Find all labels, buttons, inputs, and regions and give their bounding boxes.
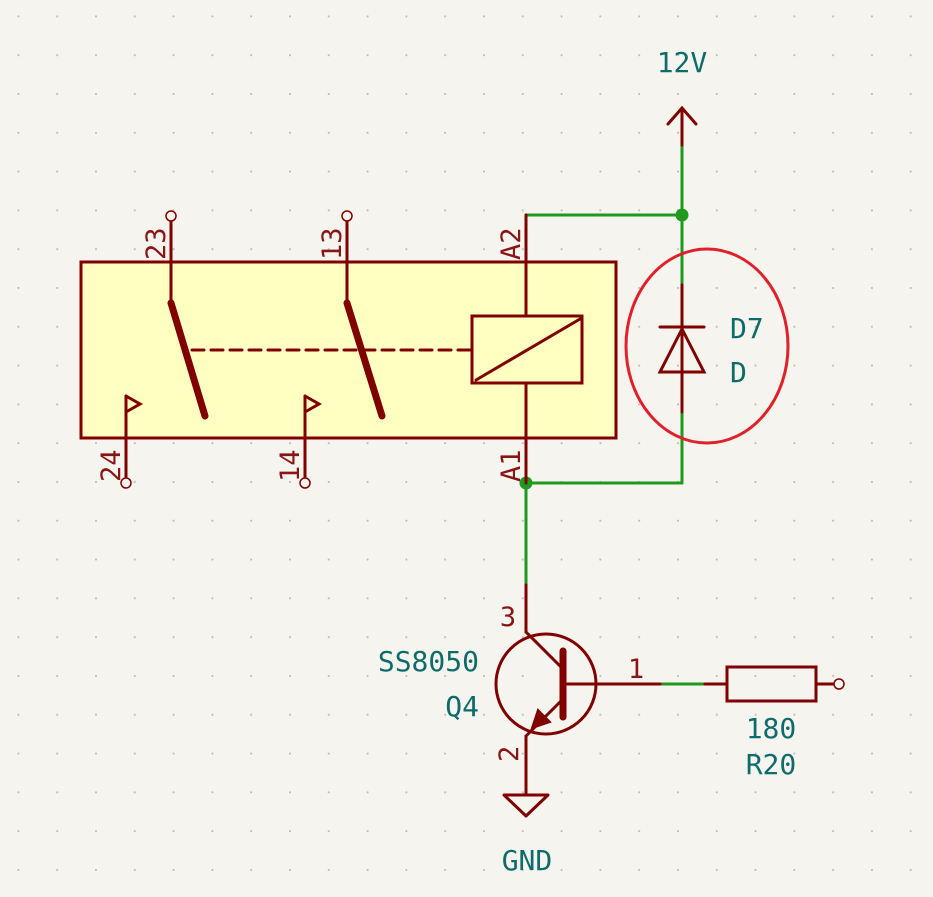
transistor-collector-diag [524, 630, 564, 670]
transistor-symbol[interactable] [494, 583, 662, 797]
transistor-value-label: SS8050 [378, 645, 479, 678]
resistor-terminal [833, 678, 845, 690]
relay-pin-24-label: 24 [96, 449, 127, 482]
junction-dot-a2 [675, 208, 689, 222]
resistor-value-label: 180 [746, 712, 797, 745]
relay-contact-14-stop [303, 394, 323, 414]
diode-ref-label: D7 [730, 312, 764, 345]
wires [524, 143, 722, 686]
ground-label: GND [502, 844, 553, 877]
relay-coil [470, 314, 584, 385]
terminal-14 [299, 477, 311, 489]
relay-symbol [124, 213, 584, 485]
terminal-23 [165, 210, 177, 222]
relay-pin-23-label: 23 [141, 227, 172, 260]
relay-contact-blade-2 [343, 299, 386, 420]
power-12v-symbol[interactable] [666, 105, 698, 147]
power-12v-label: 12V [657, 46, 708, 79]
terminal-13 [341, 210, 353, 222]
relay-contact-24-stop [124, 394, 144, 414]
relay-pin-13-label: 13 [317, 227, 348, 260]
relay-pin-a2-label: A2 [496, 227, 527, 260]
relay-pin-terminals [120, 210, 353, 489]
transistor-ref-label: Q4 [445, 690, 479, 723]
ground-symbol[interactable] [502, 793, 550, 818]
terminal-24 [120, 477, 132, 489]
relay-pin-14-label: 14 [275, 449, 306, 482]
diode-value-label: D [730, 356, 747, 389]
resistor-body [725, 665, 818, 703]
diode-triangle [657, 325, 707, 374]
transistor-emitter-arrow [530, 708, 552, 730]
transistor-pin-2-label: 2 [494, 746, 525, 762]
transistor-pin-3-label: 3 [500, 602, 516, 633]
relay-contact-blade-1 [167, 299, 209, 420]
resistor-symbol[interactable] [703, 665, 835, 703]
transistor-pin-1-label: 1 [628, 654, 644, 685]
relay-pin-a1-label: A1 [496, 449, 527, 482]
diode-highlight-circle [624, 247, 790, 445]
relay-coil-slash [474, 317, 582, 382]
diode-symbol[interactable] [657, 283, 707, 414]
resistor-ref-label: R20 [746, 748, 797, 781]
